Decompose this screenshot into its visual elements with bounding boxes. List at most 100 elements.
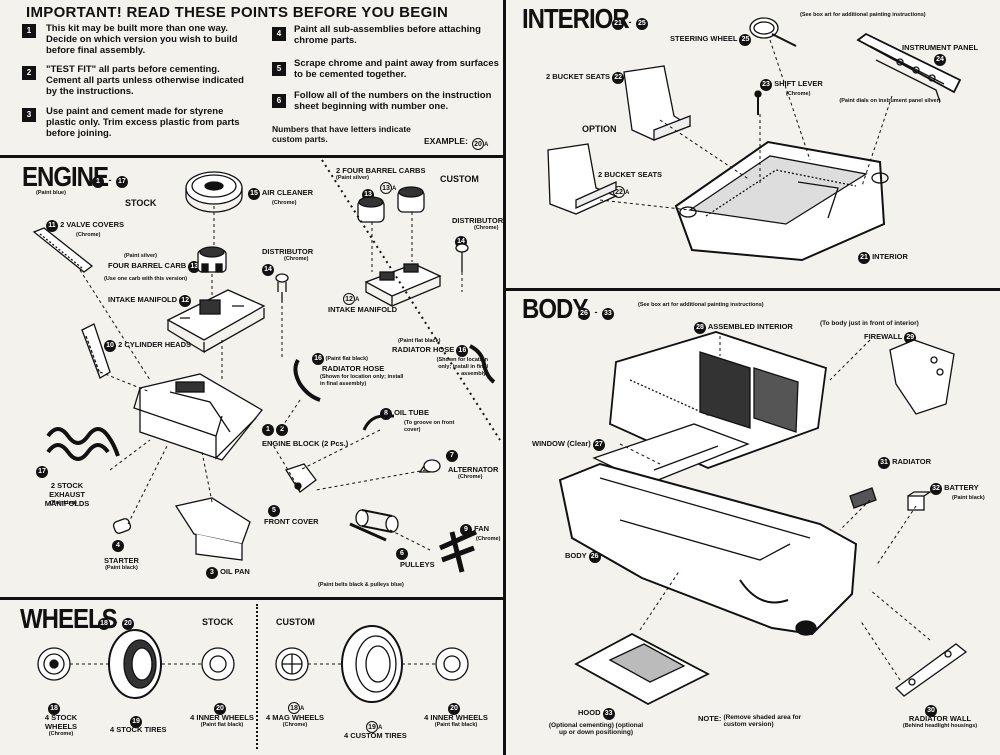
body-note: NOTE: (Remove shaded area for custom ver… [698,714,802,728]
air-cleaner-label: 15 AIR CLEANER(Chrome) [248,188,313,207]
distributor-custom-drawing [455,243,469,272]
hood-drawing [574,632,710,706]
example-label: EXAMPLE: [424,136,468,146]
distributor-custom-number: 14 [455,230,467,248]
stock-wheel-number: 18 [48,697,60,715]
steering-label: STEERING WHEEL 25 [670,34,752,46]
oil-pan-label: 3 OIL PAN [206,567,250,579]
exhaust-name: 2 STOCK EXHAUST MANIFOLDS [44,481,90,508]
heads-label: 10 2 CYLINDER HEADS [104,340,191,352]
window-drawing [592,423,750,485]
stock-wheel-label: 4 STOCK WHEELS(Chrome) [44,713,78,737]
wheels-custom-label: CUSTOM [276,617,315,627]
body-heading: BODY [522,294,588,326]
mag-wheel-label: 4 MAG WHEELS(Chrome) [266,713,324,728]
hose-custom-note: (Shown for location only; install in fin… [436,357,488,377]
belts-note: (Paint belts black & pulleys blue) [318,582,404,588]
interior-heading: INTERIOR [522,4,630,36]
carbs-custom-label: 2 FOUR BARREL CARBS [336,166,426,175]
exhaust-label: 17 [36,466,48,478]
battery-drawing [907,491,933,511]
exhaust-note: (Paint tan) [50,500,77,506]
seats-custom-label: 2 BUCKET SEATS [598,170,663,179]
option-label: OPTION [582,124,617,134]
step-text: This kit may be built more than one way.… [46,23,238,56]
radiator-drawing [849,487,877,509]
firewall-label: FIREWALL 29 [864,332,917,344]
custom-tire-label: 4 CUSTOM TIRES [344,731,407,740]
radiator-wall-number: 30 [925,699,937,717]
radiator-hose-stock-drawing [293,358,321,402]
valve-covers-label: 11 2 VALVE COVERS(Chrome) [46,220,124,239]
exhaust-drawing [46,427,120,461]
hose-custom-paint: (Paint flat black) [398,338,441,344]
engine-block-drawing [133,373,263,461]
carbs-custom-paint: (Paint silver) [336,175,370,181]
engine-stock-label: STOCK [125,198,157,208]
step-number: 5 [272,62,286,76]
intake-custom-drawing [364,263,442,308]
interior-tub-drawing [674,140,889,262]
stock-tire-number: 19 [130,710,142,728]
step-text: Follow all of the numbers on the instruc… [294,90,492,112]
stock-inner-number: 20 [214,697,226,715]
step-text: Use paint and cement made for styrene pl… [46,106,240,139]
step-number: 2 [22,66,36,80]
starter-drawing [112,518,132,534]
oil-pan-drawing [174,497,251,561]
interior-box-note: (See box art for additional painting ins… [800,12,926,18]
step-number: 1 [22,24,36,38]
step-text: Scrape chrome and paint away from surfac… [294,58,499,80]
step-text: Paint all sub-assemblies before attachin… [294,24,481,46]
intake-stock-label: INTAKE MANIFOLD 12 [108,295,192,307]
stock-inner-label: 4 INNER WHEELS(Paint flat black) [190,713,254,728]
interior-tub-label: 21 INTERIOR [858,252,908,264]
engine-block-name: ENGINE BLOCK (2 Pcs.) [262,439,349,448]
bucket-seat-drawing [623,65,692,141]
body-box-note: (See box art for additional painting ins… [638,302,764,308]
seats-label: 2 BUCKET SEATS 22 [546,72,625,84]
fan-label: 9 FAN(Chrome) [460,524,500,543]
page-title: IMPORTANT! READ THESE POINTS BEFORE YOU … [26,4,449,21]
radiator-label: 31 RADIATOR [878,457,931,469]
wheels-stock-label: STOCK [202,617,234,627]
wheels-drawing [37,625,469,703]
radiator-wall-label: RADIATOR WALL(Behind headlight housings) [902,714,978,729]
carb-paint-note: (Paint silver) [124,253,158,259]
engine-paint-note: (Paint blue) [36,190,66,196]
starter-label: 4 [112,540,124,552]
divider-interior-bottom [506,288,1000,291]
engine-block-label: 1 2 [262,424,289,436]
air-cleaner-drawing [185,171,243,213]
divider-engine-bottom [0,597,503,600]
body-label: BODY 26 [565,551,601,563]
starter-name: STARTER(Paint black) [104,556,139,571]
body-range: 26 - 33 [578,302,614,320]
hose-custom-label: RADIATOR HOSE 16 [392,345,469,357]
body-drawing [558,462,858,636]
panel-note: (Paint dials on instrument panel silver) [839,98,941,104]
shift-label: 23 SHIFT LEVER(Chrome) [760,79,823,98]
assembled-interior-label: 28 ASSEMBLED INTERIOR [694,322,793,334]
hose-stock-label: RADIATOR HOSE [322,364,385,373]
carb-stock-drawing [197,246,227,273]
custom-parts-note: Numbers that have letters indicate custo… [272,124,411,144]
battery-label: 32 BATTERY(Paint black) [930,483,985,502]
step-text: "TEST FIT" all parts before cementing. C… [46,64,244,97]
alternator-name: ALTERNATOR(Chrome) [448,465,499,480]
wheels-range: 18 - 20 [98,612,134,630]
window-label: WINDOW (Clear) 27 [532,439,605,451]
radiator-wall-drawing [895,643,968,697]
interior-range: 21 - 25 [612,12,648,30]
step-number: 3 [22,108,36,122]
firewall-drawing [889,339,955,415]
